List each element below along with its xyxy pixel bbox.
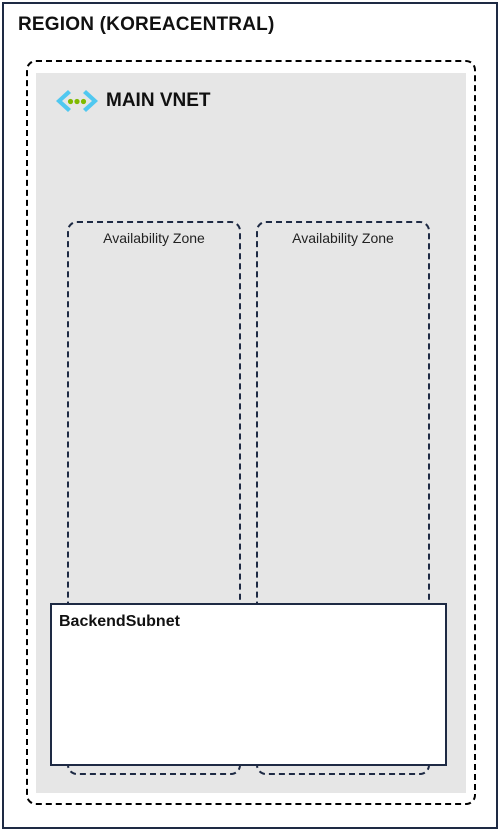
backend-subnet: BackendSubnet <box>50 603 447 766</box>
vnet-header: MAIN VNET <box>54 86 211 116</box>
availability-zone-2: Availability Zone <box>256 221 430 775</box>
availability-zone-1: Availability Zone <box>67 221 241 775</box>
vnet-title: MAIN VNET <box>106 90 211 111</box>
availability-zone-label: Availability Zone <box>292 230 394 246</box>
availability-zone-label: Availability Zone <box>103 230 205 246</box>
virtual-network-icon <box>56 90 98 112</box>
subnet-title: BackendSubnet <box>59 613 180 630</box>
region-title: REGION (KOREACENTRAL) <box>18 14 275 35</box>
vnet-boundary <box>26 60 476 805</box>
